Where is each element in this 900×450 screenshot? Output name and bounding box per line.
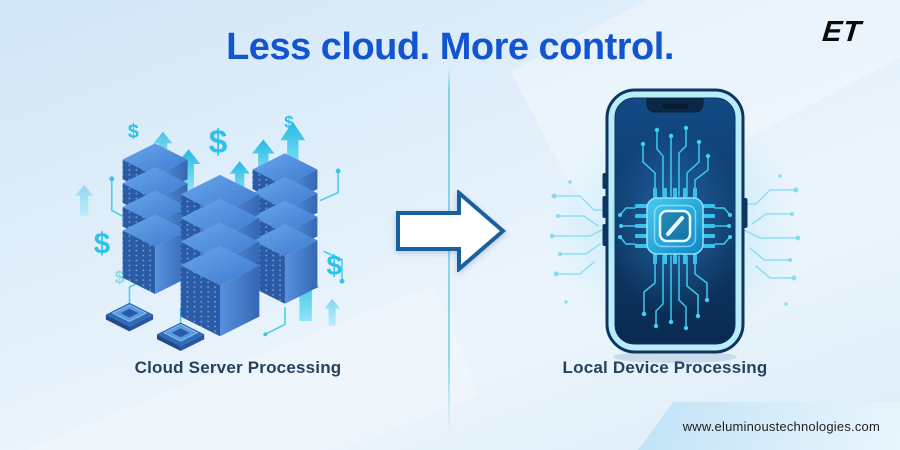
- footer-band: [638, 402, 900, 450]
- brand-mark-icon: [658, 209, 692, 243]
- cpu-chip-icon: [635, 188, 715, 264]
- phone-shadow: [613, 351, 737, 363]
- website-url: www.eluminoustechnologies.com: [682, 419, 880, 434]
- dollar-icon: $: [326, 250, 341, 281]
- dollar-icon: $: [284, 113, 294, 132]
- arrow-right-icon: [396, 190, 506, 272]
- left-section-label: Cloud Server Processing: [134, 358, 342, 377]
- dollar-icon: $: [94, 228, 110, 261]
- brand-logo: ET: [820, 16, 864, 48]
- dollar-icon: $: [128, 120, 139, 142]
- outer-circuit-traces: [551, 189, 799, 279]
- inner-circuit-nodes: [618, 125, 732, 331]
- server-tower-middle: [180, 174, 260, 337]
- dollar-icons: $ $ $ $ $ $: [94, 113, 342, 287]
- server-tower-left: [122, 143, 188, 294]
- cloud-servers-icon: $ $ $ $ $ $: [75, 113, 345, 352]
- smartphone-illustration: [550, 78, 800, 368]
- page-title: Less cloud. More control.: [226, 26, 674, 68]
- dollar-icon: $: [115, 267, 125, 287]
- speaker-slot: [662, 104, 688, 109]
- dollar-icon: $: [209, 124, 228, 161]
- cloud-servers-illustration: $ $ $ $ $ $: [72, 106, 368, 352]
- smartphone-chip-icon: [550, 88, 800, 363]
- transition-arrow: [396, 190, 506, 272]
- phone-notch: [646, 98, 704, 113]
- right-section-label: Local Device Processing: [562, 358, 768, 377]
- inner-circuit-traces: [619, 127, 731, 329]
- server-tower-right: [252, 153, 318, 304]
